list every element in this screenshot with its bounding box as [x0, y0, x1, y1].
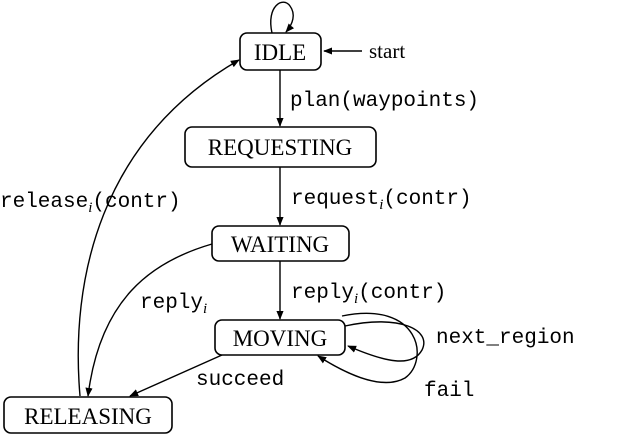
state-requesting-label: REQUESTING: [208, 135, 352, 160]
moving-fail-loop-edge: [317, 312, 418, 384]
reply-contr-label: replyi(contr): [291, 282, 446, 307]
state-moving[interactable]: MOVING: [214, 319, 346, 356]
reply-label: replyi: [140, 292, 207, 317]
state-requesting[interactable]: REQUESTING: [184, 126, 377, 168]
state-releasing[interactable]: RELEASING: [3, 396, 173, 434]
waiting-to-releasing-edge: [85, 243, 213, 397]
state-moving-label: MOVING: [233, 326, 328, 351]
release-label: releasei(contr): [0, 191, 181, 216]
moving-to-releasing-edge: [129, 354, 223, 397]
start-label: start: [369, 39, 405, 63]
state-releasing-label: RELEASING: [24, 404, 152, 429]
request-label: requesti(contr): [291, 188, 472, 213]
succeed-label: succeed: [196, 369, 284, 392]
releasing-to-idle-edge: [77, 59, 240, 397]
state-idle[interactable]: IDLE: [239, 32, 322, 71]
moving-next-region-loop-edge: [344, 321, 425, 362]
idle-self-loop-edge: [270, 1, 295, 34]
plan-waypoints-label: plan(waypoints): [290, 90, 479, 113]
state-waiting-label: WAITING: [231, 232, 329, 257]
next-region-label: next_region: [436, 327, 575, 350]
state-idle-label: IDLE: [254, 40, 306, 65]
fail-label: fail: [424, 380, 474, 403]
state-waiting[interactable]: WAITING: [211, 225, 350, 262]
